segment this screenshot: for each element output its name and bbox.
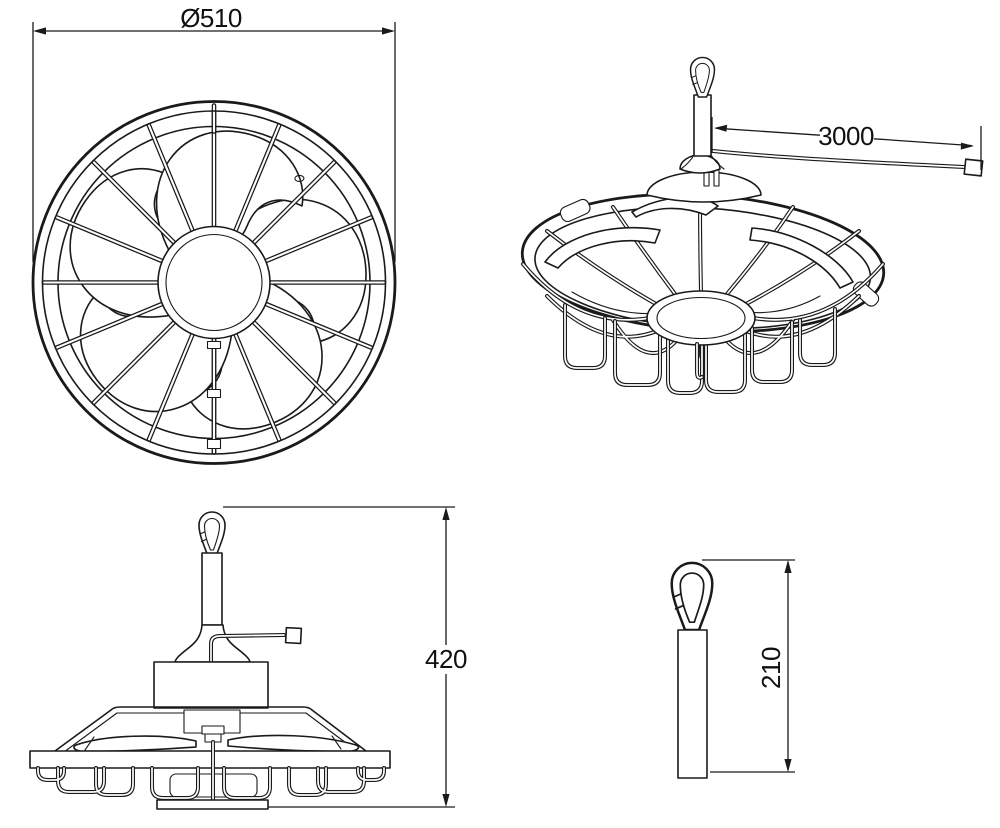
blade-rivet (294, 174, 305, 183)
bottom-plate (156, 799, 269, 810)
front-fan-assembly (31, 100, 397, 465)
ring-bracket-left (559, 198, 591, 223)
motor-body (153, 661, 269, 709)
motor-dome (646, 154, 762, 203)
hanger-tube (201, 552, 223, 626)
front-diameter-value: Ø510 (180, 3, 242, 33)
hub-inner (165, 233, 263, 332)
arrowhead-top (442, 507, 450, 520)
outer-ring (31, 100, 397, 465)
hanger-height-value: 210 (756, 647, 786, 689)
hub-outer (157, 225, 271, 340)
arrowhead-right (382, 27, 395, 35)
power-cable (711, 149, 984, 177)
power-cable (209, 626, 303, 663)
arrowhead-right (960, 142, 974, 150)
light-ring-outer (646, 290, 756, 346)
dimension-overall-height: 420 (223, 506, 467, 808)
dimension-line-right (873, 138, 973, 147)
arrowhead-bottom (442, 794, 450, 807)
cable-connector (284, 626, 303, 645)
overall-height-value: 420 (425, 644, 467, 674)
carabiner-hook (689, 56, 716, 98)
hanger-detail-view: 210 (670, 559, 795, 779)
outer-ring-inner-edge (41, 110, 387, 455)
cable-connector (963, 158, 984, 177)
rim-loops (563, 303, 837, 395)
hanger-tube (680, 94, 725, 170)
rim-band (29, 750, 391, 769)
dimension-line-left (715, 127, 821, 136)
carabiner-hook (670, 561, 714, 632)
cage-seam-bottom (206, 336, 222, 455)
shaft-coupler-1 (201, 725, 225, 735)
cable-length-value: 3000 (818, 121, 874, 151)
cage-ribs-far (545, 196, 861, 306)
side-view: 420 (29, 506, 467, 810)
arrowhead-bottom (784, 759, 792, 772)
carabiner-hook (198, 511, 226, 556)
fan-blades-side (73, 734, 360, 752)
front-view: Ø510 (31, 3, 397, 465)
arrowhead-top (784, 560, 792, 573)
dimension-front-diameter: Ø510 (32, 3, 396, 262)
bottom-seam-tab (695, 342, 704, 380)
arrowhead-left (33, 27, 46, 35)
perspective-view: 3000 (520, 56, 984, 395)
arrowhead-left (714, 124, 728, 132)
dimension-cable-length: 3000 (711, 117, 982, 170)
hanger-post (677, 629, 708, 779)
light-ring-inner (656, 296, 746, 340)
rim-loops-side (36, 766, 386, 800)
dimension-hanger-height: 210 (702, 559, 795, 773)
